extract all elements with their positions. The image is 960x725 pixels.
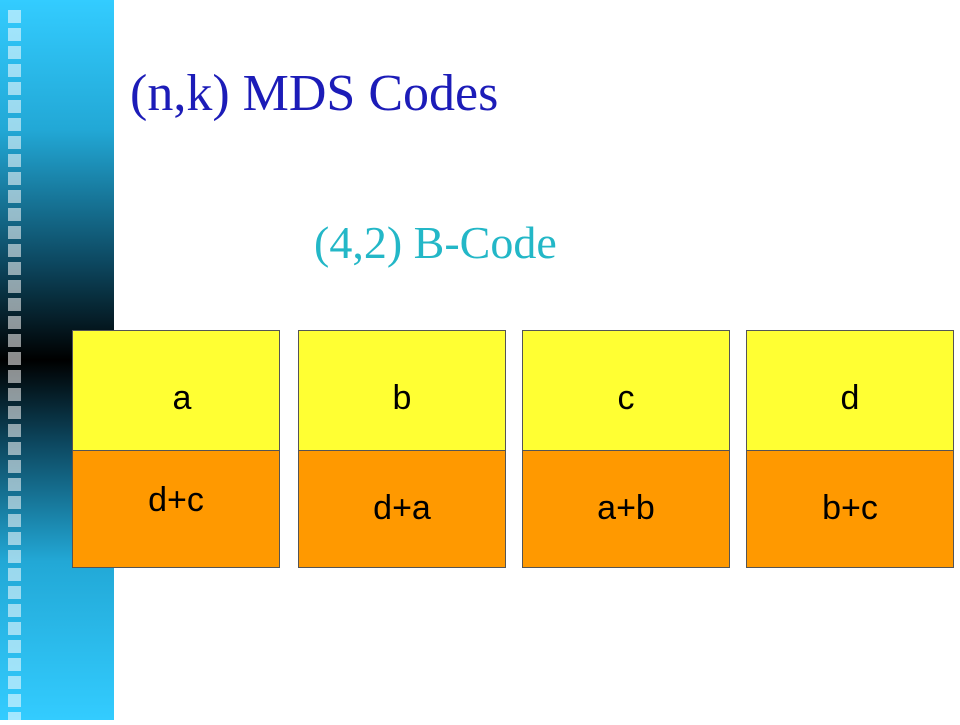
sidebar-square <box>8 10 21 23</box>
sidebar-square <box>8 442 21 455</box>
data-cell: b <box>299 331 505 451</box>
sidebar-square <box>8 280 21 293</box>
sidebar-square <box>8 586 21 599</box>
data-label: d <box>840 379 860 417</box>
sidebar-square <box>8 64 21 77</box>
sidebar-square <box>8 154 21 167</box>
slide-subtitle: (4,2) B-Code <box>314 217 557 268</box>
parity-label: d+a <box>373 489 431 527</box>
sidebar-square <box>8 100 21 113</box>
code-block-2: b d+a <box>298 330 506 568</box>
sidebar-square <box>8 334 21 347</box>
parity-cell: b+c <box>747 451 953 567</box>
code-block-4: d b+c <box>746 330 954 568</box>
data-label: b <box>392 379 412 417</box>
sidebar-square <box>8 712 21 725</box>
data-cell: d <box>747 331 953 451</box>
parity-cell: d+c <box>73 451 279 567</box>
sidebar-square <box>8 604 21 617</box>
slide-title: (n,k) MDS Codes <box>130 65 499 122</box>
sidebar-square <box>8 694 21 707</box>
sidebar-square <box>8 460 21 473</box>
sidebar-square <box>8 316 21 329</box>
parity-label: b+c <box>822 489 878 527</box>
sidebar-square <box>8 406 21 419</box>
sidebar-square <box>8 388 21 401</box>
sidebar-square <box>8 532 21 545</box>
sidebar-square <box>8 514 21 527</box>
sidebar-square <box>8 568 21 581</box>
sidebar-square <box>8 496 21 509</box>
code-block-1: a d+c <box>72 330 280 568</box>
sidebar-square <box>8 46 21 59</box>
data-label: c <box>617 379 635 417</box>
sidebar-square <box>8 208 21 221</box>
sidebar-square <box>8 370 21 383</box>
sidebar-square <box>8 190 21 203</box>
sidebar-square <box>8 658 21 671</box>
sidebar-square <box>8 298 21 311</box>
sidebar-square <box>8 352 21 365</box>
parity-cell: a+b <box>523 451 729 567</box>
data-label: a <box>172 379 192 417</box>
data-cell: a <box>73 331 279 451</box>
parity-label: d+c <box>148 481 204 519</box>
sidebar-square <box>8 226 21 239</box>
code-block-3: c a+b <box>522 330 730 568</box>
parity-cell: d+a <box>299 451 505 567</box>
sidebar-square <box>8 28 21 41</box>
sidebar-square <box>8 172 21 185</box>
sidebar-squares <box>8 0 26 725</box>
sidebar-square <box>8 82 21 95</box>
data-cell: c <box>523 331 729 451</box>
sidebar-square <box>8 244 21 257</box>
parity-label: a+b <box>597 489 655 527</box>
sidebar-square <box>8 262 21 275</box>
sidebar-square <box>8 136 21 149</box>
sidebar-square <box>8 424 21 437</box>
sidebar-square <box>8 478 21 491</box>
sidebar-square <box>8 550 21 563</box>
sidebar-square <box>8 622 21 635</box>
sidebar-square <box>8 640 21 653</box>
sidebar-square <box>8 118 21 131</box>
sidebar-square <box>8 676 21 689</box>
